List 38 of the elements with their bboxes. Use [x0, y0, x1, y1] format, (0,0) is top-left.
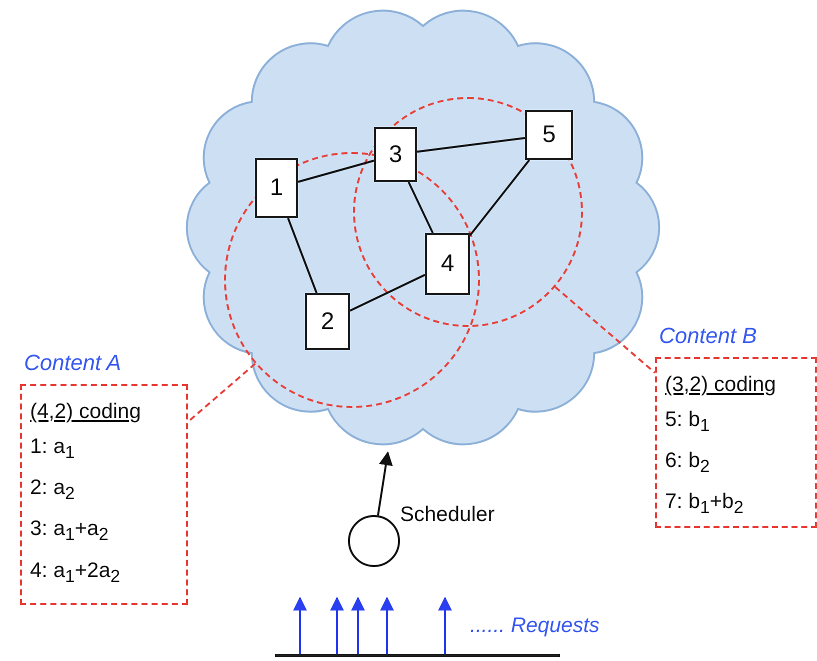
arrow: [293, 596, 307, 654]
node-box: [425, 233, 470, 295]
coding-line: 7: b$_{1}$+b$_{2}$: [665, 489, 744, 520]
coding-line: 1: a$_{1}$: [30, 434, 76, 464]
leader-line: [554, 286, 656, 374]
coding-line: 2: a$_{2}$: [30, 475, 76, 506]
arrow: [330, 596, 344, 654]
leader-line: [187, 362, 256, 423]
node-box: [374, 127, 417, 182]
node-number: 4: [440, 250, 454, 278]
baseline: [275, 654, 560, 657]
node-number: 2: [320, 308, 334, 336]
coding-heading: (3,2) coding: [665, 372, 777, 398]
arrow: [438, 596, 452, 654]
coding-heading: (4,2) coding: [30, 399, 142, 425]
coding-line: 3: a$_{1}$+a$_{2}$: [30, 516, 110, 547]
coding-line: 4: a$_{1}$+2a$_{2}$: [30, 558, 122, 588]
connector-line: [287, 218, 318, 294]
coding-line: 5: b$_{1}$: [665, 407, 711, 438]
node-caption: Scheduler: [400, 503, 495, 527]
node-number: 5: [542, 121, 556, 149]
connector-line: [416, 137, 526, 153]
arrow: [380, 596, 394, 654]
node-box: [305, 293, 350, 350]
connector-line: [469, 159, 530, 236]
connector-line: [350, 274, 426, 312]
node-number: 3: [388, 140, 402, 168]
arrow: [377, 451, 393, 516]
content-heading: Content B: [659, 323, 757, 349]
node-box: [255, 158, 298, 218]
arrow: [351, 596, 365, 654]
requests-label: ...... Requests: [470, 614, 600, 638]
scheduler-circle: [348, 515, 400, 567]
node-number: 1: [270, 174, 284, 202]
node-box: [525, 110, 573, 160]
content-heading: Content A: [24, 350, 122, 376]
coding-line: 6: b$_{2}$: [665, 448, 711, 478]
connector-line: [408, 182, 434, 234]
